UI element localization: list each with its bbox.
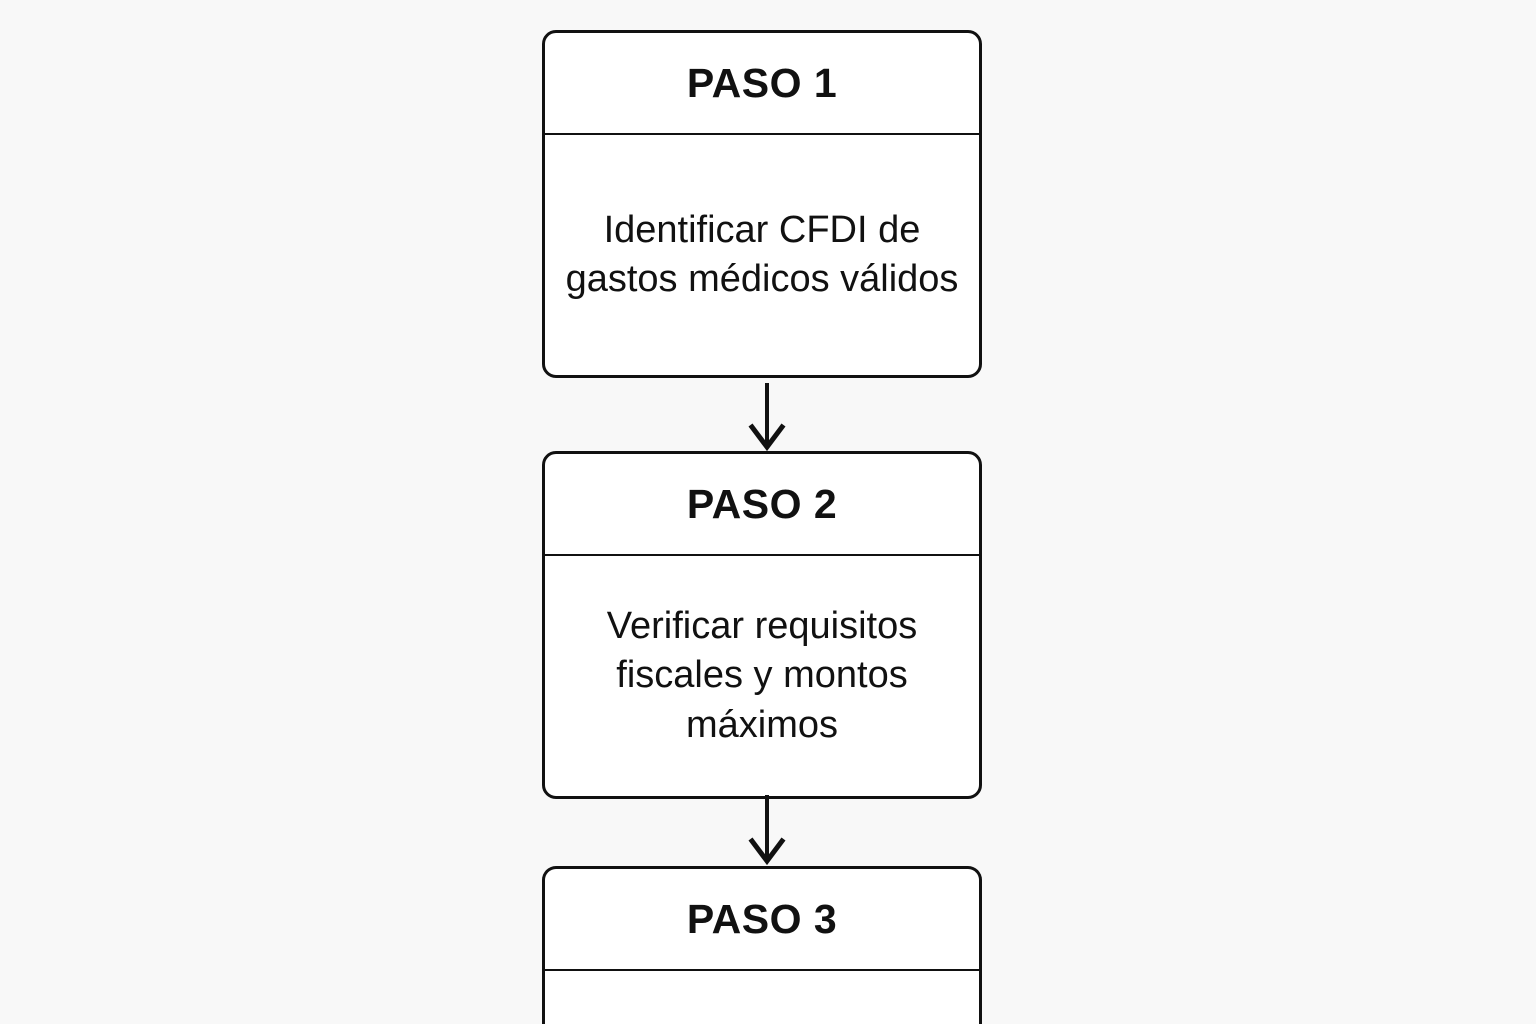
step-1-body: Identificar CFDI de gastos médicos válid…	[545, 135, 979, 375]
flowchart-step-3[interactable]: PASO 3 Registrar deducción	[542, 866, 982, 1024]
flowchart-step-2[interactable]: PASO 2 Verificar requisitos fiscales y m…	[542, 451, 982, 799]
step-2-body-text: Verificar requisitos fiscales y montos m…	[606, 604, 918, 746]
step-3-header: PASO 3	[545, 869, 979, 971]
connector-step2-to-step3	[748, 795, 786, 866]
step-3-header-label: PASO 3	[686, 895, 838, 942]
step-3-body: Registrar deducción	[545, 971, 979, 1024]
step-2-header-label: PASO 2	[686, 480, 838, 527]
step-1-header-label: PASO 1	[686, 59, 838, 106]
connector-step1-to-step2	[748, 383, 786, 452]
step-1-body-text: Identificar CFDI de gastos médicos válid…	[565, 208, 959, 300]
flowchart-step-1[interactable]: PASO 1 Identificar CFDI de gastos médico…	[542, 30, 982, 378]
step-2-header: PASO 2	[545, 454, 979, 556]
step-2-body: Verificar requisitos fiscales y montos m…	[545, 556, 979, 796]
step-1-header: PASO 1	[545, 33, 979, 135]
